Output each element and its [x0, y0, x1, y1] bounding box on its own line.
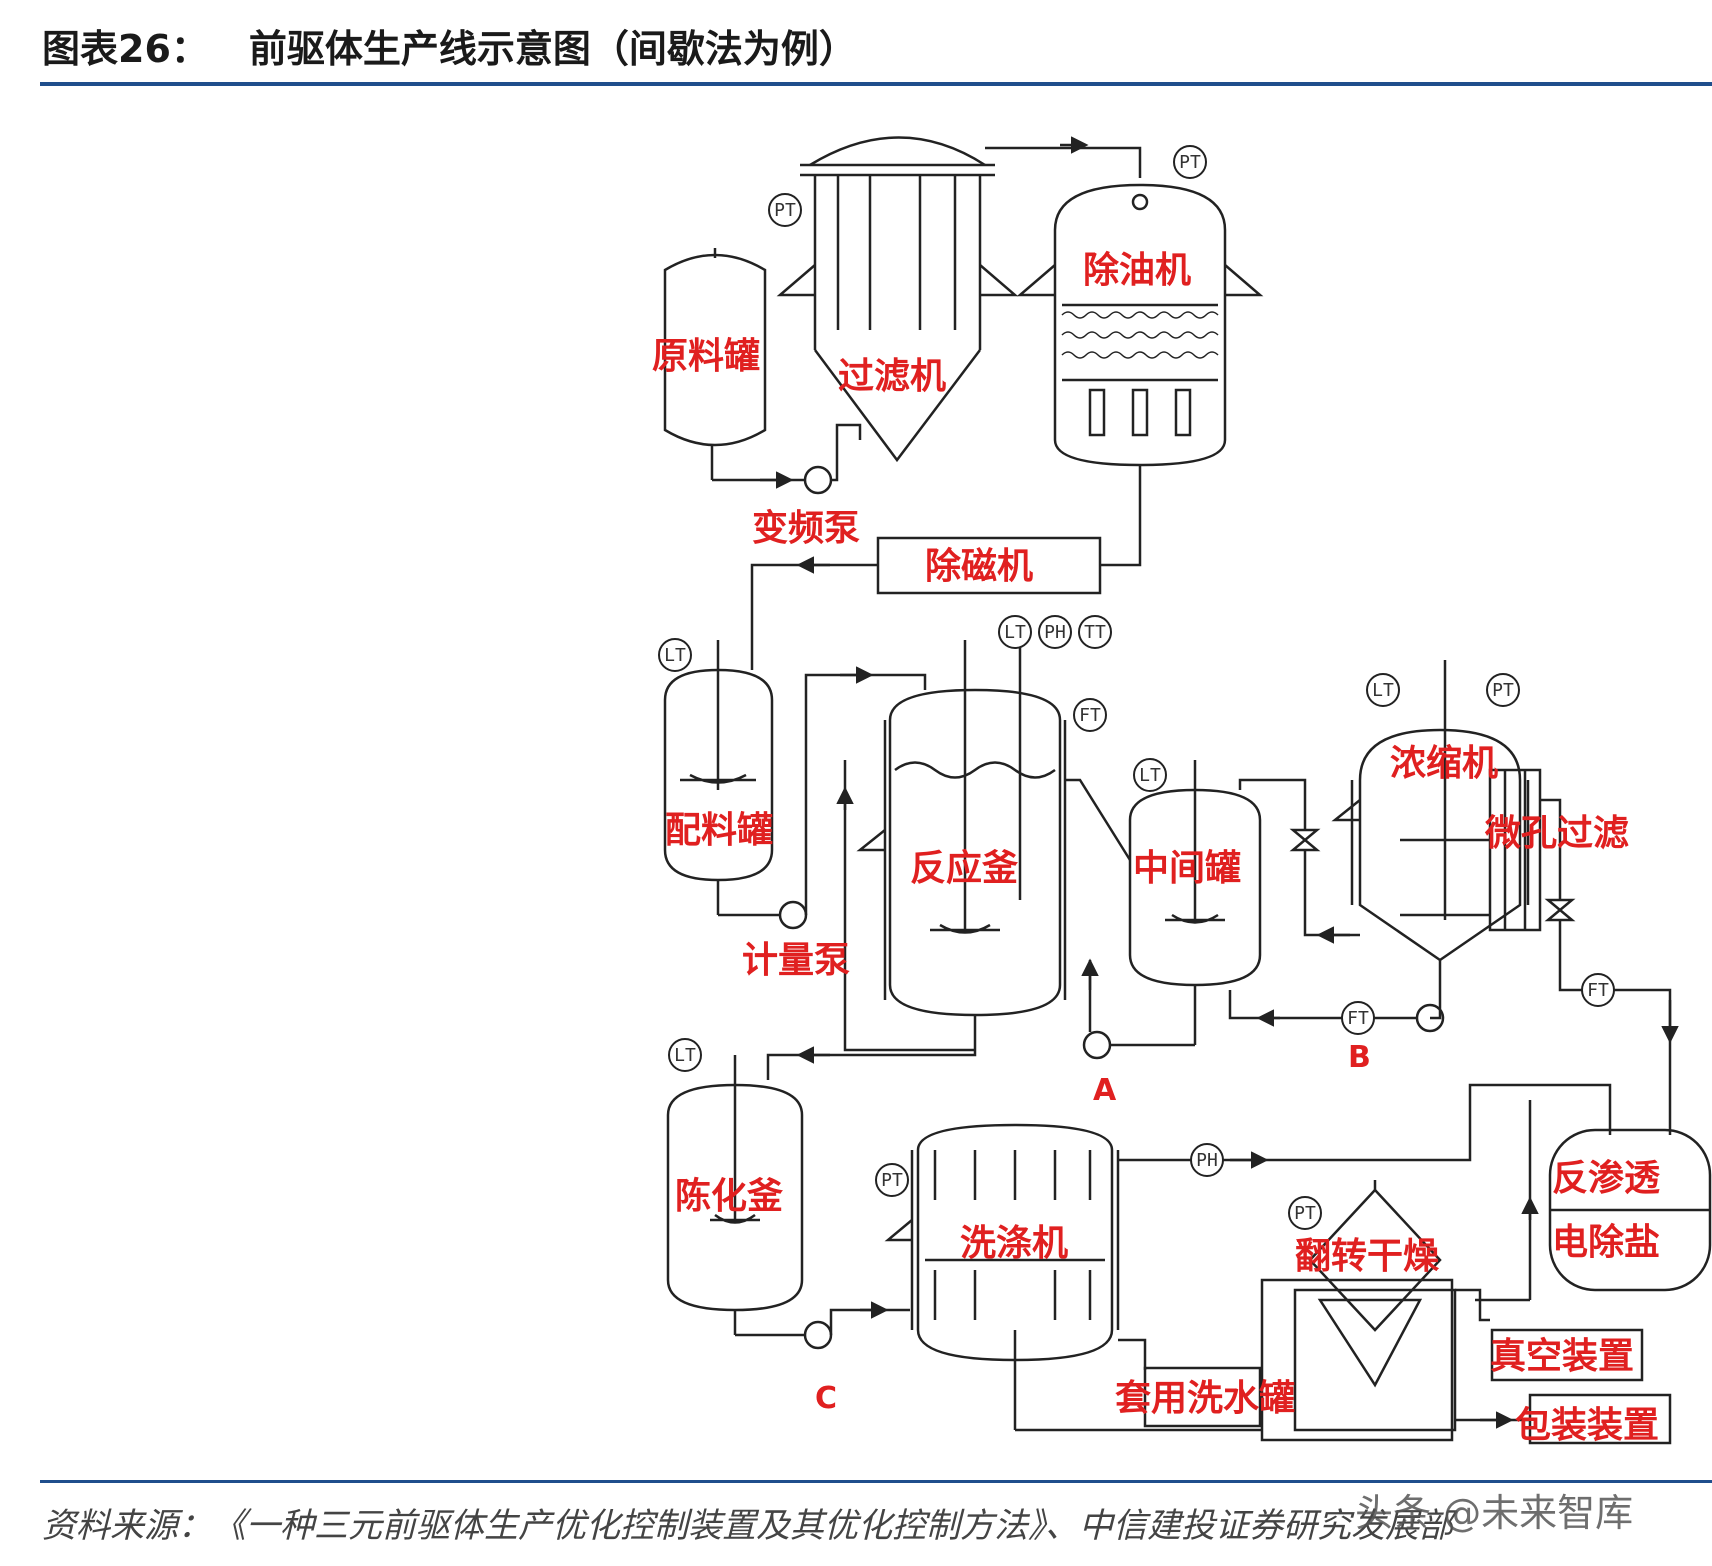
- pt-label: PT: [1179, 152, 1201, 173]
- lt-instrument: [1366, 673, 1400, 707]
- lt-instrument: [1133, 758, 1167, 792]
- raw-tank-vessel: [663, 248, 767, 480]
- ro-label-line1: 反渗透: [1552, 1158, 1661, 1199]
- washer-label: 洗涤机: [960, 1223, 1068, 1264]
- figure-number: 图表26：: [42, 27, 209, 71]
- vfd-pump-label: 变频泵: [752, 507, 860, 549]
- ph-instrument: [1038, 615, 1072, 649]
- point-b-label: B: [1348, 1040, 1371, 1075]
- ft-label: FT: [1079, 705, 1101, 726]
- footer-rule: [40, 1480, 1712, 1483]
- valve-symbol: [1289, 828, 1321, 852]
- deoil-label: 除油机: [1083, 250, 1191, 291]
- reuse-tank-label: 套用洗水罐: [1115, 1378, 1295, 1419]
- packing-label: 包装装置: [1515, 1405, 1659, 1446]
- deoil-vessel: [1016, 183, 1264, 467]
- point-c-label: C: [815, 1381, 837, 1416]
- point-a-label: A: [1093, 1073, 1117, 1108]
- watermark: 头条 @未来智库: [1355, 1491, 1634, 1535]
- washer-vessel: [884, 1123, 1120, 1430]
- concentrator-label: 浓缩机: [1390, 743, 1498, 784]
- batch-tank-vessel: [663, 640, 774, 915]
- micro-filter-label: 微孔过滤: [1484, 813, 1629, 854]
- ph-label: PH: [1044, 622, 1066, 643]
- ph-label: PH: [1196, 1150, 1218, 1171]
- source-note: 资料来源：《一种三元前驱体生产优化控制装置及其优化控制方法》、中信建投证券研究发…: [42, 1506, 1453, 1546]
- batch-tank-label: 配料罐: [665, 810, 773, 851]
- vacuum-box: [1490, 1328, 1644, 1382]
- tt-label: TT: [1084, 622, 1106, 643]
- ft-label: FT: [1587, 980, 1609, 1001]
- ft-instrument: [1581, 973, 1615, 1007]
- lt-label: LT: [664, 645, 686, 666]
- pt-label: PT: [1492, 680, 1514, 701]
- filter-vessel: [776, 136, 1019, 463]
- reuse-tank-box: [1143, 1366, 1262, 1428]
- mid-tank-label: 中间罐: [1133, 848, 1241, 889]
- pt-label: PT: [774, 200, 796, 221]
- concentrator-vessel: [1331, 660, 1530, 962]
- raw-tank-label: 原料罐: [652, 336, 760, 377]
- flip-dryer-symbol: [1260, 1180, 1457, 1442]
- vfd-pump-symbol: [803, 465, 833, 495]
- ft-label: FT: [1347, 1008, 1369, 1029]
- lt-instrument: [998, 615, 1032, 649]
- ph-instrument: [1190, 1143, 1224, 1177]
- demag-label: 除磁机: [925, 546, 1033, 587]
- lt-label: LT: [1139, 765, 1161, 786]
- figure-title: 前驱体生产线示意图（间歇法为例）: [248, 27, 857, 71]
- aging-tank-label: 陈化釜: [675, 1176, 783, 1217]
- header-rule: [40, 82, 1712, 86]
- pt-instrument: [768, 193, 802, 227]
- pt-label: PT: [1294, 1203, 1316, 1224]
- filter-label: 过滤机: [838, 356, 946, 397]
- lt-instrument: [668, 1038, 702, 1072]
- reactor-label: 反应釜: [910, 848, 1018, 889]
- ro-label-line2: 电除盐: [1552, 1222, 1660, 1263]
- pt-instrument: [1173, 145, 1207, 179]
- pt-label: PT: [881, 1170, 903, 1191]
- aging-tank-vessel: [666, 1055, 804, 1335]
- lt-label: LT: [674, 1045, 696, 1066]
- tt-instrument: [1078, 615, 1112, 649]
- pt-instrument: [1288, 1196, 1322, 1230]
- lt-instrument: [658, 638, 692, 672]
- mid-tank-vessel: [1128, 760, 1262, 1045]
- ft-instrument: [1341, 1001, 1375, 1035]
- ft-instrument: [1073, 698, 1107, 732]
- figure-header: 图表26： 前驱体生产线示意图（间歇法为例）: [42, 18, 857, 73]
- flip-dryer-label: 翻转干燥: [1295, 1236, 1440, 1277]
- pipe-filter-deoil: [985, 146, 1142, 178]
- micro-filter-symbol: [1488, 768, 1542, 932]
- pt-instrument: [1486, 673, 1520, 707]
- reactor-vessel: [856, 640, 1067, 1050]
- meter-pump-symbol: [778, 900, 808, 930]
- vacuum-label: 真空装置: [1490, 1336, 1634, 1377]
- meter-pump-label: 计量泵: [742, 940, 850, 981]
- pump-c-symbol: [803, 1320, 833, 1350]
- pt-instrument: [875, 1163, 909, 1197]
- lt-label: LT: [1372, 680, 1394, 701]
- lt-label: LT: [1004, 622, 1026, 643]
- pump-a-symbol: [1082, 1030, 1112, 1060]
